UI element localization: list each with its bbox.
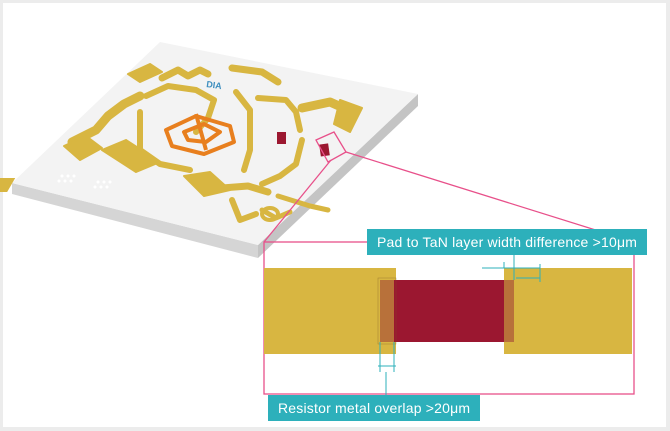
pad-dot [72, 174, 76, 178]
bond-pad [0, 178, 16, 192]
pad-dot [60, 174, 64, 178]
pad-dot [66, 174, 70, 178]
pad-dot [108, 180, 112, 184]
connector-line-left [263, 159, 332, 243]
trace-top-left-pad [127, 63, 163, 83]
trace-right-tip [333, 99, 363, 133]
trace-stub-1 [229, 197, 259, 223]
trace-top-right-arm [228, 64, 282, 86]
pad-dot [63, 179, 67, 183]
chip-logo: DIA [206, 79, 223, 91]
pad-dot [96, 180, 100, 184]
trace-center-vertical [233, 89, 253, 173]
pad-dot [99, 185, 103, 189]
pad-dot [69, 179, 73, 183]
pad-dot [105, 185, 109, 189]
substrate-side-front [12, 183, 258, 258]
connector-line-right [345, 151, 635, 243]
left-pad [264, 268, 396, 354]
trace-left-pad [63, 135, 103, 161]
trace-lower-pad [183, 171, 231, 197]
trace-via-ring [260, 206, 280, 222]
tan-resistor [380, 280, 514, 342]
dimension-markers [378, 253, 541, 395]
trace-left-wave [67, 91, 145, 147]
trace-center-right [255, 95, 303, 133]
substrate-side-right [258, 94, 418, 258]
pad-dot [102, 180, 106, 184]
right-pad [504, 268, 632, 354]
chip-resistor-highlighted [319, 143, 330, 157]
inductor-crossbar [194, 113, 208, 151]
trace-right-down [259, 137, 305, 187]
pad-dot [93, 185, 97, 189]
pad-dot [57, 179, 61, 183]
left-overlap-edge [377, 277, 397, 345]
trace-top-zigzag [158, 66, 212, 82]
callout-pad-width: Pad to TaN layer width difference >10μm [367, 229, 648, 255]
circuit-traces [63, 63, 363, 223]
bond-pads-left [0, 178, 16, 192]
left-overlap [380, 280, 394, 342]
magnified-detail [263, 241, 635, 395]
right-overlap [504, 280, 514, 342]
trace-big-pad [101, 139, 161, 173]
magnify-connector [263, 131, 635, 243]
orange-inductor [164, 113, 236, 156]
substrate-chip [12, 42, 418, 258]
callout-overlap: Resistor metal overlap >20μm [268, 395, 481, 421]
bond-pad-dots [57, 174, 112, 189]
substrate-top [12, 42, 418, 245]
trace-lower-right [275, 193, 331, 213]
chip-resistor-small [277, 132, 286, 144]
